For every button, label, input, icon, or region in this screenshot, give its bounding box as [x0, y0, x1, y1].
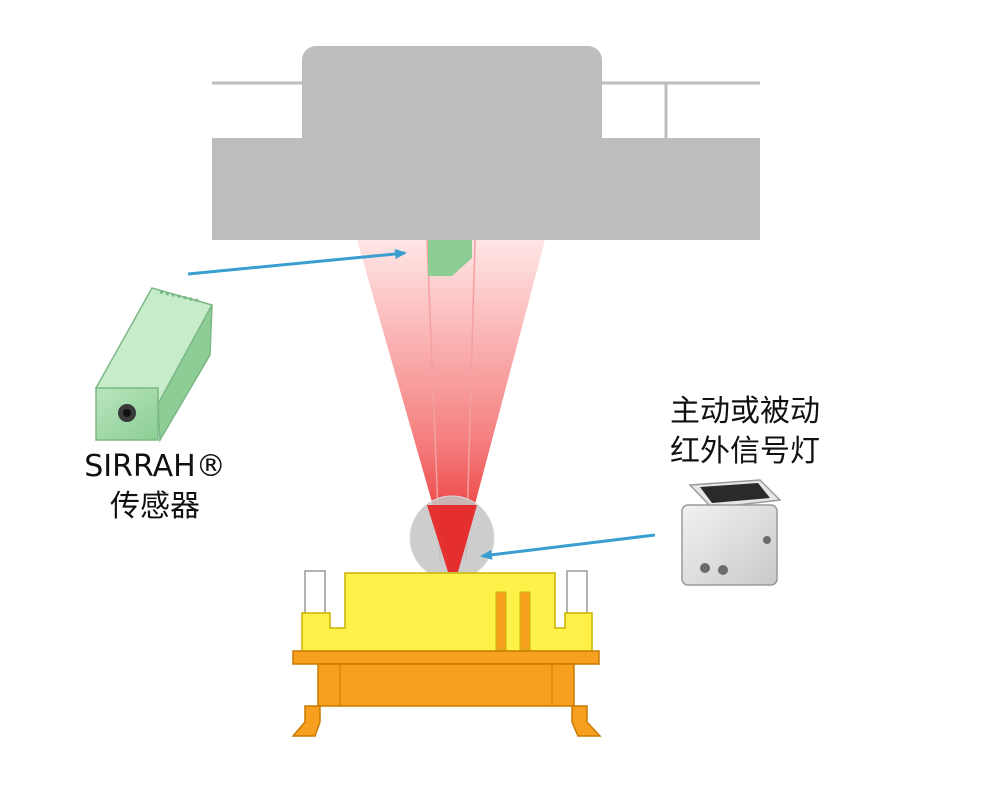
sirrah-sensor-illustration [94, 287, 214, 443]
machine-head [212, 46, 760, 240]
signal-light-label: 主动或被动 红外信号灯 [640, 392, 850, 472]
sensor-label: SIRRAH® 传感器 [70, 447, 240, 527]
signal-light-illustration [681, 479, 782, 586]
sensor-label-line2: 传感器 [110, 489, 200, 524]
signal-arrow [480, 533, 656, 560]
sensor-arrow [187, 248, 407, 276]
fixture [301, 570, 593, 653]
base-plate [291, 650, 602, 737]
signal-label-line1: 主动或被动 [670, 394, 820, 429]
mounted-sensor [428, 240, 472, 276]
sensor-label-line1: SIRRAH® [84, 449, 226, 484]
signal-label-line2: 红外信号灯 [670, 434, 820, 469]
target-spot [409, 495, 495, 581]
